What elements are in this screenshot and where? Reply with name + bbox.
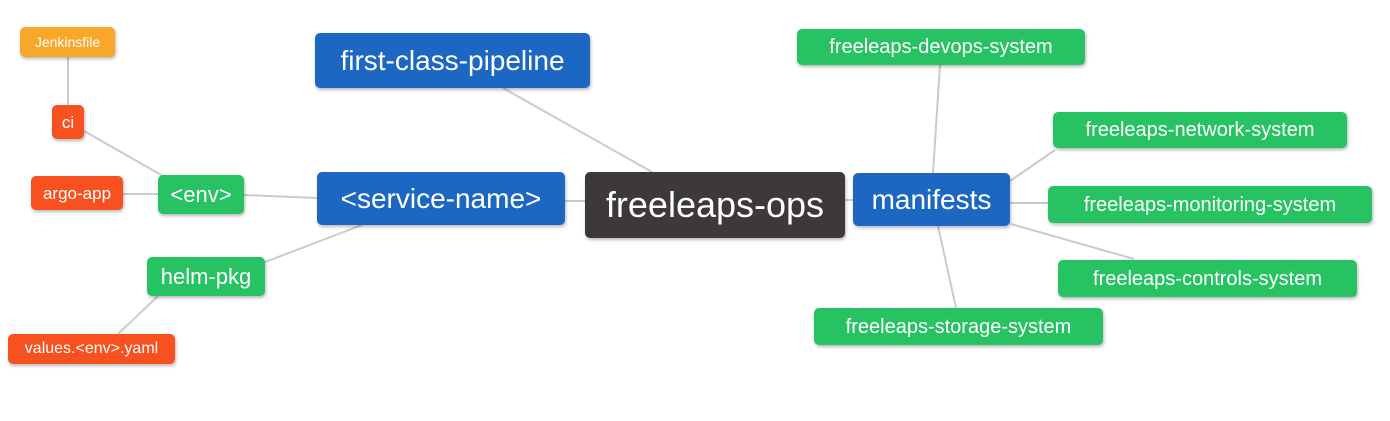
node-freeleaps-network-system[interactable]: freeleaps-network-system: [1053, 112, 1347, 148]
node-label: argo-app: [42, 183, 112, 203]
edge-helm-pkg-values-env-yaml: [117, 295, 159, 335]
node-label: freeleaps-monitoring-system: [1083, 193, 1337, 216]
node-argo-app[interactable]: argo-app: [31, 176, 123, 210]
node-label: freeleaps-ops: [605, 184, 825, 225]
node-label: helm-pkg: [160, 263, 252, 289]
node-label: Jenkinsfile: [34, 34, 101, 50]
node-values-env-yaml[interactable]: values.<env>.yaml: [8, 334, 175, 364]
node-first-class-pipeline[interactable]: first-class-pipeline: [315, 33, 590, 88]
edge-ci-env: [83, 130, 164, 177]
edge-first-class-pipeline-freeleaps-ops: [502, 87, 653, 173]
node-label: freeleaps-storage-system: [845, 315, 1072, 338]
node-ci[interactable]: ci: [52, 105, 84, 139]
node-label: <service-name>: [340, 182, 542, 214]
node-helm-pkg[interactable]: helm-pkg: [147, 257, 265, 296]
edge-manifests-freeleaps-devops-system: [932, 64, 941, 174]
node-label: ci: [61, 112, 75, 132]
node-label: <env>: [170, 181, 232, 207]
node-manifests[interactable]: manifests: [853, 173, 1010, 226]
node-label: freeleaps-network-system: [1085, 119, 1315, 141]
node-freeleaps-ops[interactable]: freeleaps-ops: [585, 172, 845, 238]
node-label: manifests: [871, 183, 992, 215]
node-freeleaps-monitoring-system[interactable]: freeleaps-monitoring-system: [1048, 186, 1372, 223]
edge-manifests-freeleaps-controls-system: [1010, 223, 1135, 260]
node-freeleaps-controls-system[interactable]: freeleaps-controls-system: [1058, 260, 1357, 297]
node-label: freeleaps-devops-system: [829, 36, 1053, 58]
node-label: first-class-pipeline: [340, 44, 565, 76]
node-jenkinsfile[interactable]: Jenkinsfile: [20, 27, 115, 57]
node-env[interactable]: <env>: [158, 175, 244, 214]
edge-manifests-freeleaps-storage-system: [937, 225, 957, 309]
edge-env-service-name: [243, 194, 318, 199]
node-freeleaps-devops-system[interactable]: freeleaps-devops-system: [797, 29, 1085, 65]
node-label: values.<env>.yaml: [24, 340, 159, 357]
node-freeleaps-storage-system[interactable]: freeleaps-storage-system: [814, 308, 1103, 345]
node-service-name[interactable]: <service-name>: [317, 172, 565, 225]
edge-manifests-freeleaps-network-system: [1009, 149, 1056, 182]
node-label: freeleaps-controls-system: [1093, 267, 1322, 290]
edge-helm-pkg-service-name: [264, 224, 363, 263]
